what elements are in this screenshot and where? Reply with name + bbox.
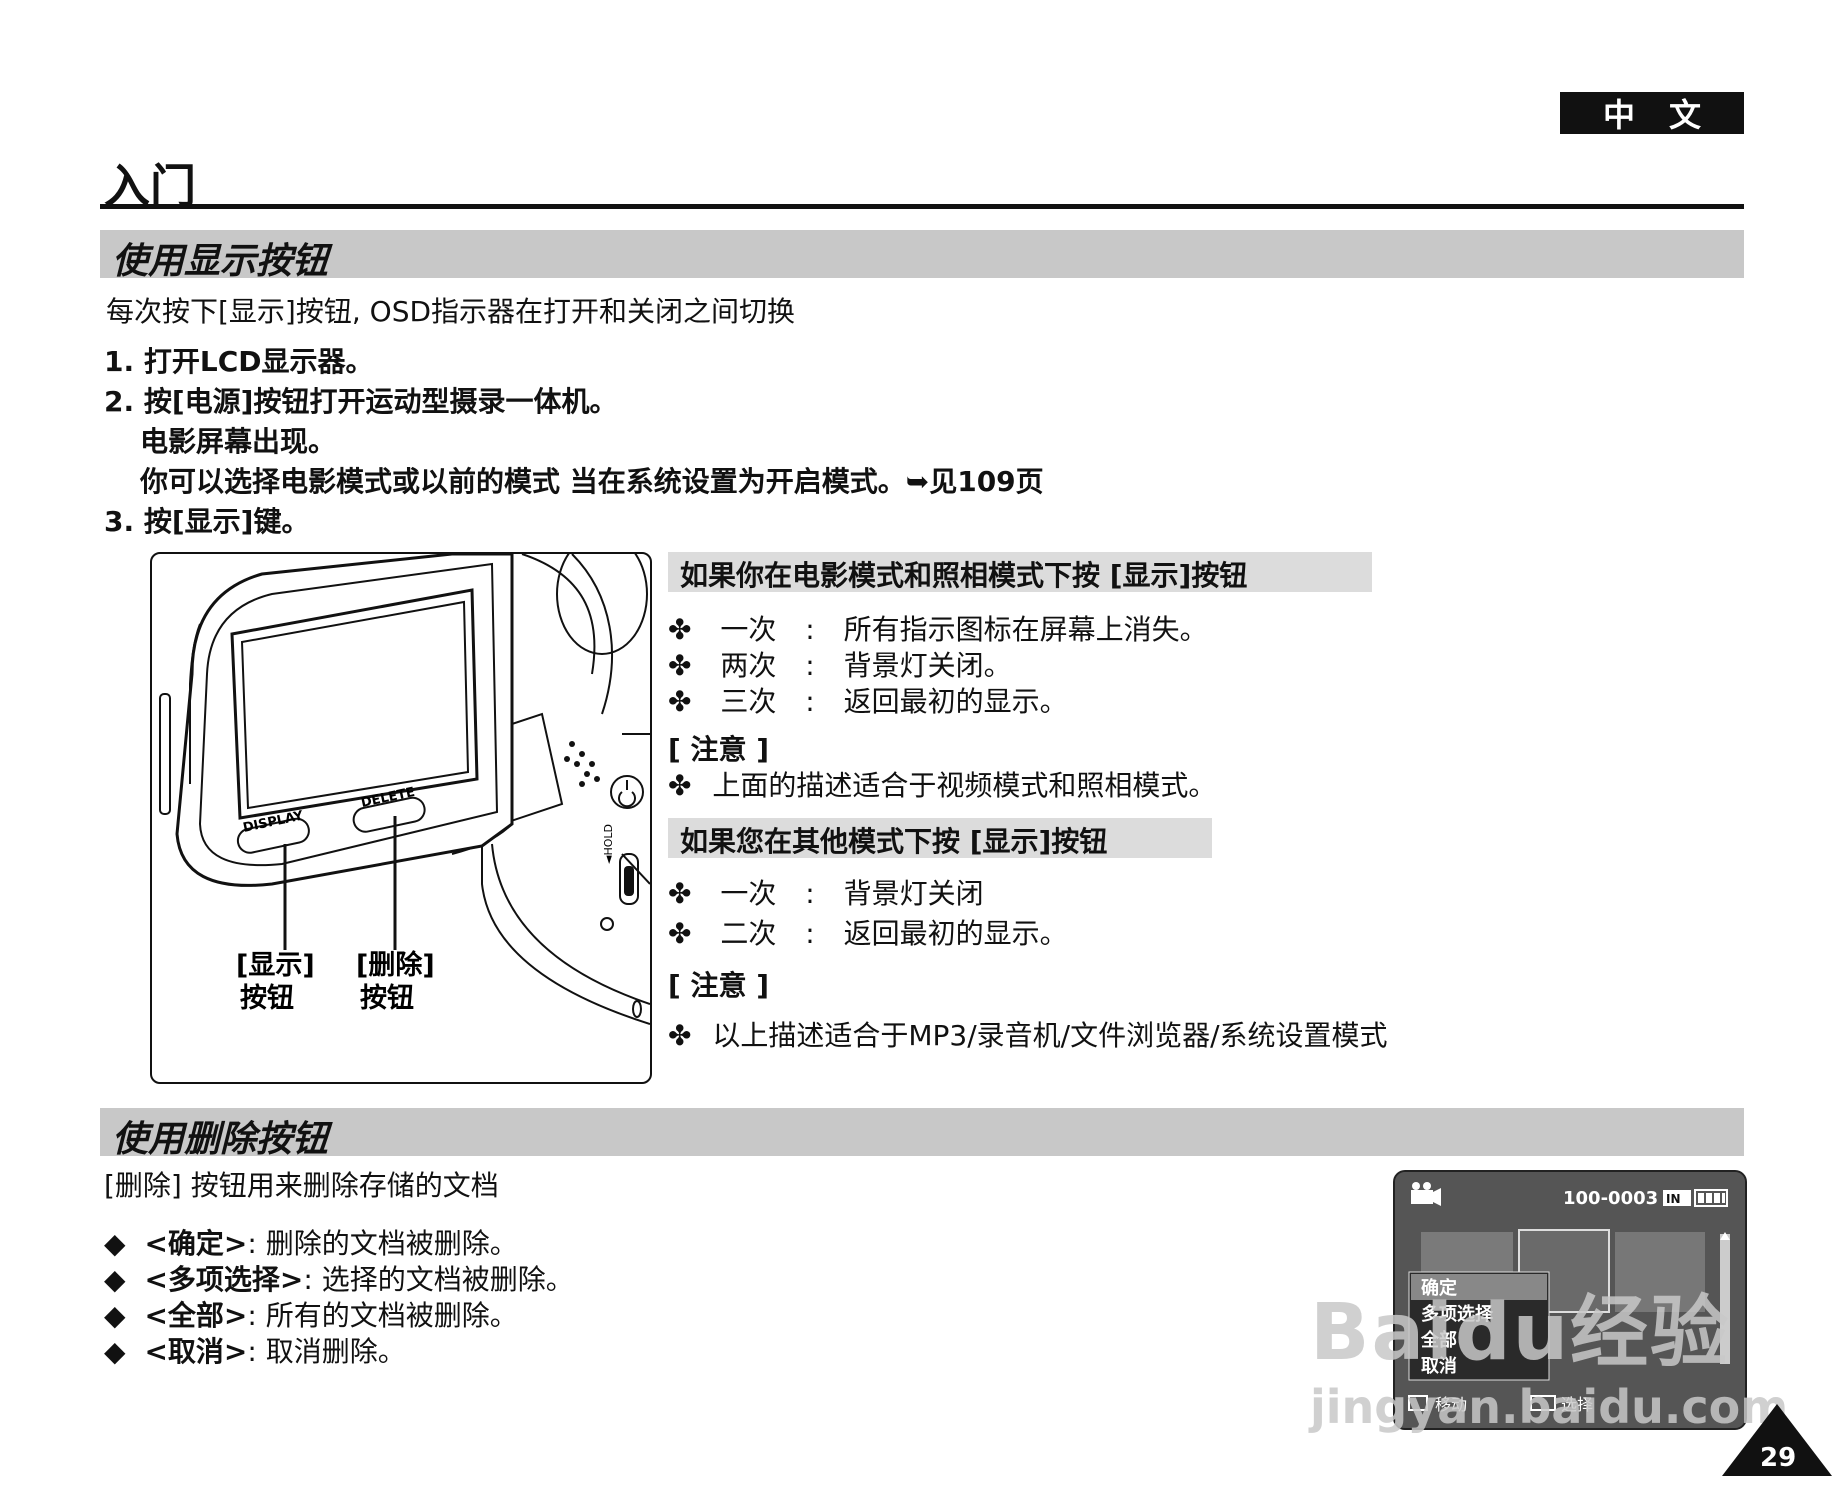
step-3: 3. 按[显示]键。 — [104, 505, 310, 538]
language-badge: 中文 — [1560, 92, 1744, 134]
delete-option-4: ◆ <取消>: 取消删除。 — [104, 1335, 406, 1368]
section1-intro: 每次按下[显示]按钮, OSD指示器在打开和关闭之间切换 — [106, 295, 796, 328]
other-modes-item-1: ✤ 一次 : 背景灯关闭 — [668, 877, 984, 910]
bullet-icon: ✤ — [668, 877, 692, 910]
baidu-watermark-url: jingyan.baidu.com — [1310, 1380, 1789, 1434]
callout-display-line2: 按钮 — [240, 982, 294, 1014]
memory-icon: IN — [1663, 1190, 1691, 1206]
step-2-sub-1: 电影屏幕出现。 — [140, 425, 337, 458]
menu-item-all[interactable]: 全部 — [1420, 1329, 1457, 1351]
section-title-delete: 使用删除按钮 — [112, 1119, 329, 1160]
note-label-1: [ 注意 ] — [668, 733, 770, 766]
delete-option-3: ◆ <全部>: 所有的文档被删除。 — [104, 1299, 518, 1332]
delete-option-2: ◆ <多项选择>: 选择的文档被删除。 — [104, 1263, 574, 1296]
movie-photo-item-2: ✤ 两次 : 背景灯关闭。 — [668, 649, 1012, 682]
thumbnail-3[interactable] — [1615, 1232, 1705, 1312]
movie-photo-item-3: ✤ 三次 : 返回最初的显示。 — [668, 685, 1068, 718]
lcd-screen-drawing: 100-0003 IN 确定 多项选择 全部 取消 移动 选择 — [1395, 1172, 1745, 1428]
bullet-icon: ✤ — [668, 917, 692, 950]
subheading-other-modes: 如果您在其他模式下按 [显示]按钮 — [668, 818, 1212, 858]
step-1: 1. 打开LCD显示器。 — [104, 345, 374, 378]
move-key-icon — [1408, 1395, 1428, 1411]
step-2: 2. 按[电源]按钮打开运动型摄录一体机。 — [104, 385, 618, 418]
bullet-icon: ✤ — [668, 649, 692, 682]
hold-print: ◄HOLD — [602, 824, 615, 864]
file-number: 100-0003 — [1563, 1188, 1658, 1209]
page-number: 29 — [1760, 1443, 1796, 1473]
note-2: ✤ 以上描述适合于MP3/录音机/文件浏览器/系统设置模式 — [668, 1019, 1388, 1052]
movie-photo-item-1: ✤ 一次 : 所有指示图标在屏幕上消失。 — [668, 613, 1208, 646]
delete-option-1: ◆ <确定>: 删除的文档被删除。 — [104, 1227, 518, 1260]
lcd-screen-mockup: 100-0003 IN 确定 多项选择 全部 取消 移动 选择 — [1393, 1170, 1747, 1430]
note-label-2: [ 注意 ] — [668, 969, 770, 1002]
step-2-sub-2: 你可以选择电影模式或以前的模式 当在系统设置为开启模式。➥见109页 — [140, 465, 1044, 498]
bullet-icon: ✤ — [668, 685, 692, 718]
footer-move: 移动 — [1435, 1395, 1467, 1414]
ok-key-icon — [1530, 1395, 1556, 1411]
subheading-other-modes-text: 如果您在其他模式下按 [显示]按钮 — [680, 825, 1108, 858]
section-bar-delete: 使用删除按钮 — [100, 1108, 1744, 1160]
camcorder-illustration: ◄HOLD DISPLAY DELETE [显示] 按钮 [删除] 按钮 — [150, 552, 652, 1084]
bullet-icon: ✤ — [668, 1019, 692, 1052]
menu-item-cancel[interactable]: 取消 — [1421, 1355, 1457, 1377]
section-bar-display: 使用显示按钮 — [100, 230, 1744, 282]
callout-delete-line1: [删除] — [356, 949, 435, 981]
section-title-display: 使用显示按钮 — [112, 241, 329, 282]
footer-select: 选择 — [1561, 1395, 1593, 1414]
callout-delete-line2: 按钮 — [360, 982, 414, 1014]
diamond-bullet-icon: ◆ — [104, 1299, 126, 1332]
chapter-rule — [100, 204, 1744, 209]
bullet-icon: ✤ — [668, 769, 692, 802]
camcorder-drawing: ◄HOLD DISPLAY DELETE [显示] 按钮 [删除] 按钮 — [159, 554, 650, 1025]
page-number-marker: 29 — [1722, 1404, 1832, 1480]
menu-item-multi-select[interactable]: 多项选择 — [1421, 1303, 1494, 1325]
subheading-movie-photo: 如果你在电影模式和照相模式下按 [显示]按钮 — [668, 552, 1372, 592]
bullet-icon: ✤ — [668, 613, 692, 646]
subheading-movie-photo-text: 如果你在电影模式和照相模式下按 [显示]按钮 — [680, 559, 1248, 592]
scroll-up-icon[interactable] — [1720, 1232, 1730, 1240]
diamond-bullet-icon: ◆ — [104, 1263, 126, 1296]
delete-menu-highlight — [1411, 1274, 1547, 1300]
note-1: ✤ 上面的描述适合于视频模式和照相模式。 — [668, 769, 1217, 802]
scrollbar[interactable] — [1720, 1234, 1730, 1364]
battery-icon — [1694, 1189, 1728, 1207]
baidu-watermark: Baidu经验 — [1310, 1288, 1731, 1378]
other-modes-item-2: ✤ 二次 : 返回最初的显示。 — [668, 917, 1068, 950]
menu-item-confirm[interactable]: 确定 — [1421, 1277, 1457, 1299]
diamond-bullet-icon: ◆ — [104, 1335, 126, 1368]
callout-display-line1: [显示] — [236, 950, 315, 981]
diamond-bullet-icon: ◆ — [104, 1227, 126, 1260]
section2-intro: [删除] 按钮用来删除存储的文档 — [104, 1169, 499, 1202]
movie-camera-icon — [1411, 1182, 1441, 1206]
svg-text:IN: IN — [1666, 1192, 1681, 1206]
